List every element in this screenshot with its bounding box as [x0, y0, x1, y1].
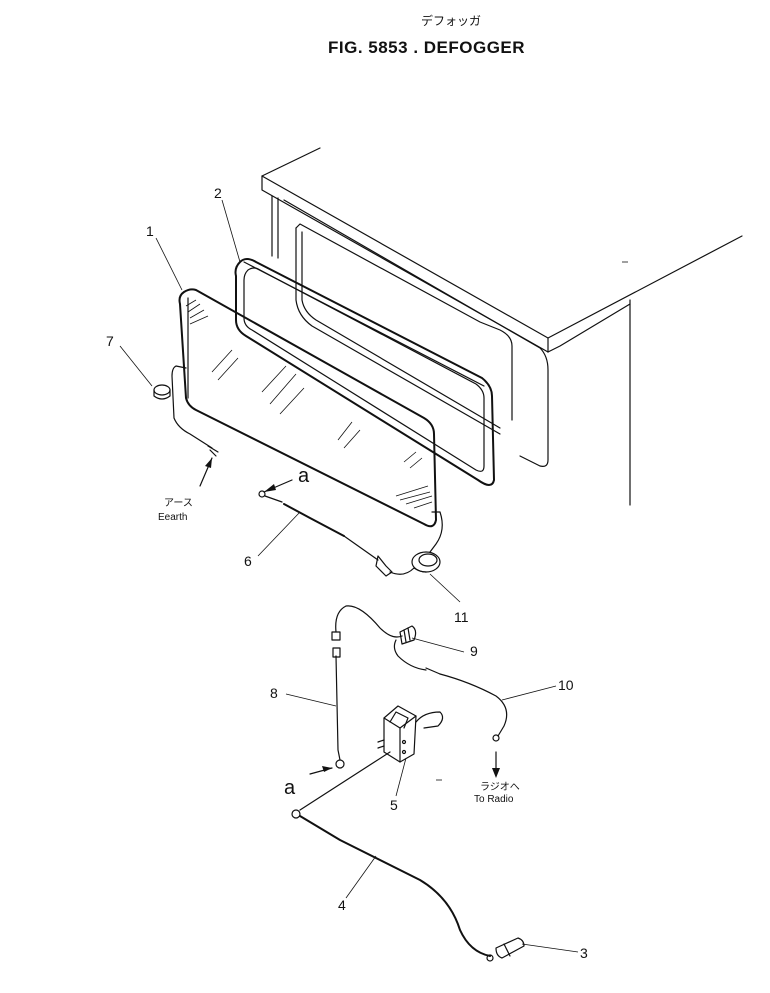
- earth-label: Eearth: [158, 512, 187, 523]
- clip-11: [411, 511, 443, 573]
- part-number-10: 10: [558, 677, 574, 693]
- window-seal: [234, 258, 495, 486]
- cap-7: [153, 384, 171, 400]
- part-number-4: 4: [338, 897, 346, 913]
- wire-10: [425, 667, 508, 778]
- earth-lead-wire: [171, 365, 219, 487]
- defogger-glass: [178, 288, 437, 528]
- radio-label: To Radio: [474, 794, 514, 805]
- part-number-3: 3: [580, 945, 588, 961]
- connection-mark-upper: a: [298, 465, 310, 487]
- figure-title-japanese: デフォッガ: [421, 14, 482, 28]
- connection-mark-lower: a: [284, 777, 296, 799]
- part-number-5: 5: [390, 797, 398, 813]
- radio-label-japanese: ラジオへ: [480, 781, 520, 793]
- part-number-2: 2: [214, 185, 222, 201]
- part-number-8: 8: [270, 685, 278, 701]
- toggle-switch-5: [377, 705, 444, 763]
- wire-harness-8: [309, 605, 403, 775]
- figure-title: FIG. 5853 . DEFOGGER: [328, 38, 526, 57]
- part-number-11: 11: [454, 609, 469, 625]
- part-number-9: 9: [470, 643, 478, 659]
- cab-body: [261, 147, 743, 506]
- connector-9: [393, 625, 427, 671]
- earth-label-japanese: アース: [164, 498, 193, 509]
- harness-6: [258, 479, 415, 577]
- cable-4: [291, 751, 494, 962]
- leader-lines: [119, 199, 579, 953]
- terminal-3: [495, 937, 525, 959]
- part-number-7: 7: [106, 333, 114, 349]
- part-number-1: 1: [146, 223, 154, 239]
- part-number-6: 6: [244, 553, 252, 569]
